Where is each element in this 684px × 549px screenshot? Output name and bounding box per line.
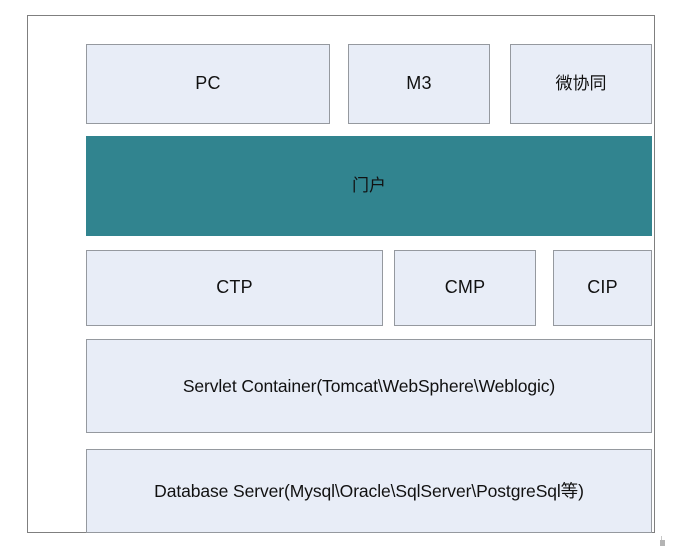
box-weixietong[interactable]: 微协同 xyxy=(510,44,652,124)
box-cmp-label: CMP xyxy=(444,277,486,298)
box-cip-label: CIP xyxy=(587,277,618,298)
box-servlet-container[interactable]: Servlet Container(Tomcat\WebSphere\Weblo… xyxy=(86,339,652,433)
box-cmp[interactable]: CMP xyxy=(394,250,536,326)
box-database-server[interactable]: Database Server(Mysql\Oracle\SqlServer\P… xyxy=(86,449,652,533)
box-portal[interactable]: 门户 xyxy=(86,136,652,236)
box-pc-label: PC xyxy=(195,73,221,94)
diagram-outer-frame: PC M3 微协同 门户 CTP CMP CIP Servlet Contain… xyxy=(27,15,655,533)
box-portal-label: 门户 xyxy=(352,175,386,196)
box-ctp[interactable]: CTP xyxy=(86,250,383,326)
box-servlet-container-label: Servlet Container(Tomcat\WebSphere\Weblo… xyxy=(182,375,556,396)
box-m3[interactable]: M3 xyxy=(348,44,490,124)
box-database-server-label: Database Server(Mysql\Oracle\SqlServer\P… xyxy=(154,480,584,501)
paragraph-mark-artifact xyxy=(660,536,665,546)
box-weixietong-label: 微协同 xyxy=(555,73,607,94)
box-pc[interactable]: PC xyxy=(86,44,330,124)
box-m3-label: M3 xyxy=(406,73,432,94)
box-cip[interactable]: CIP xyxy=(553,250,652,326)
box-ctp-label: CTP xyxy=(216,277,253,298)
